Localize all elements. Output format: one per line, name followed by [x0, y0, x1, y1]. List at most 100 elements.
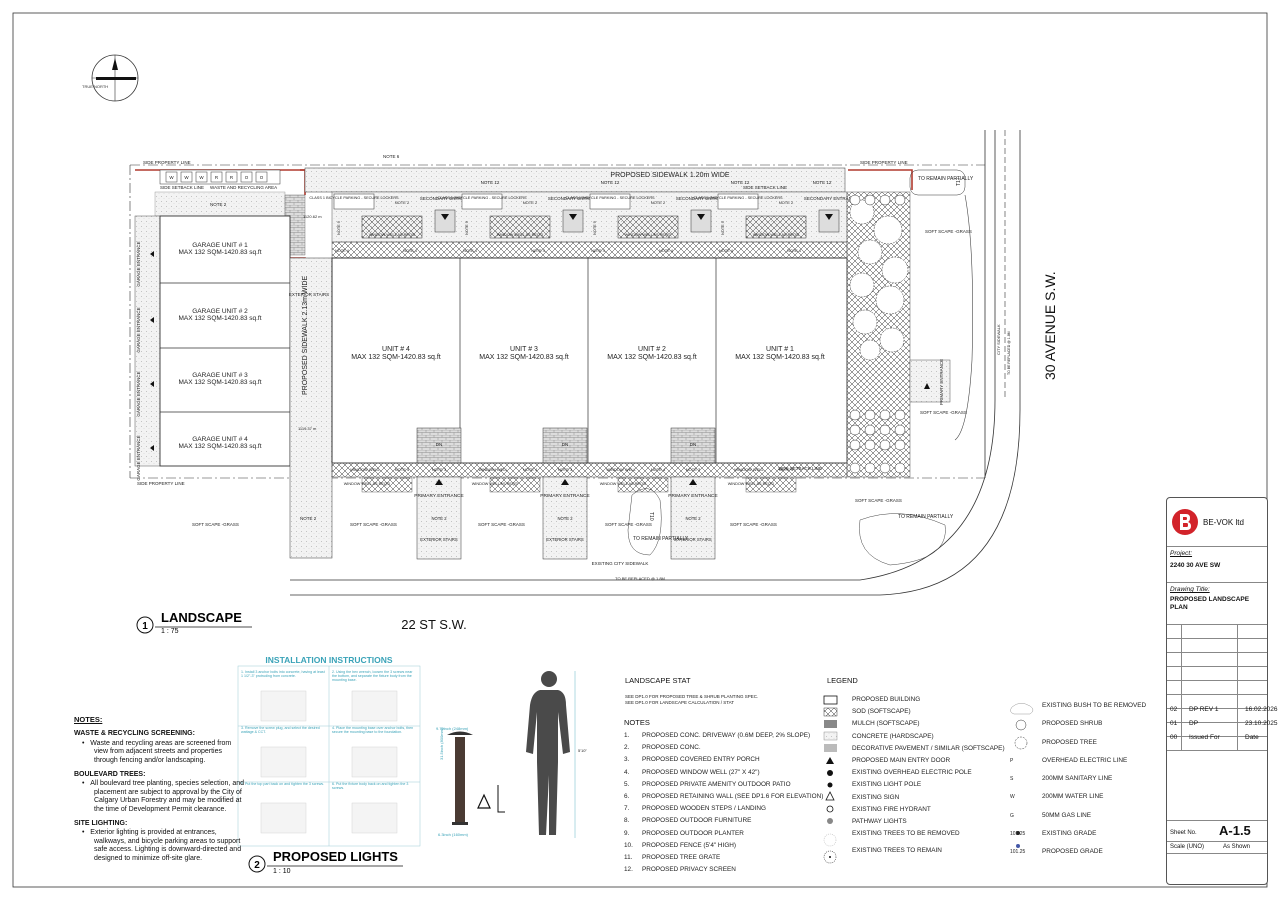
secondary-entrance-label: SECONDARY ENTRANCE	[548, 196, 602, 201]
bike-locker-label: CLASS 1 BICYCLE PARKING - SECURE LOCKERS	[693, 196, 783, 200]
bin-label: O	[260, 175, 264, 180]
note-label: NOTE 2	[523, 200, 538, 205]
legend-item: PROPOSED BUILDING	[852, 696, 921, 703]
garage-area: MAX 132 SQM-1420.83 sq.ft	[178, 379, 261, 386]
bin-icon	[225, 171, 238, 183]
title-block: BE-VOK ltd Project: 2240 30 AVE SW Drawi…	[1166, 497, 1278, 885]
note-number: 12.	[624, 866, 633, 874]
view-title-lights: 2 PROPOSED LIGHTS 1 : 10	[248, 849, 403, 875]
down-label: DN	[436, 442, 443, 447]
window-well-icon	[617, 477, 669, 493]
primary-entrance-label: PRIMARY ENTRANCE	[939, 359, 944, 405]
bollard-light-icon	[447, 731, 505, 825]
general-notes-title: NOTES:	[74, 715, 103, 724]
install-step-text: 5. Put the top part back on and tighten …	[241, 782, 325, 786]
proposed-shrub-icon	[879, 424, 891, 436]
note-label: NOTE 12	[731, 180, 750, 185]
stairs-icon	[416, 427, 462, 464]
side-setback-label: SIDE SETBACK LINE	[160, 185, 204, 190]
proposed-tree-icon	[881, 256, 909, 284]
side-sidewalk	[289, 257, 333, 559]
legend-text: 200MM SANITARY LINE	[1042, 775, 1113, 783]
install-step-illustration	[351, 746, 398, 778]
soft-scape-label: SOFT SCAPE -GRASS	[478, 522, 525, 527]
legend-symbol: 101.25	[1010, 849, 1026, 856]
note-text: PROPOSED WOODEN STEPS / LANDING	[642, 805, 766, 813]
unit-name: UNIT # 4	[382, 346, 410, 353]
north-label: TRUE NORTH	[82, 84, 108, 89]
note-text: PROPOSED PRIVATE AMENITY OUTDOOR PATIO	[642, 780, 791, 788]
note-label: NOTE 3	[558, 467, 573, 472]
legend-item: EXISTING BUSH TO BE REMOVED	[1010, 702, 1160, 720]
window-well-label: WINDOW WELL AS REQ'D	[625, 233, 672, 237]
note-label: NOTE 2	[300, 516, 317, 521]
window-well-label: WINDOW WELL	[734, 467, 764, 472]
note-item: 5.PROPOSED PRIVATE AMENITY OUTDOOR PATIO	[624, 781, 814, 793]
proposed-shrub-icon	[849, 194, 861, 206]
bike-locker-label: CLASS 1 BICYCLE PARKING - SECURE LOCKERS	[437, 196, 527, 200]
note-label: NOTE 4	[403, 249, 417, 253]
legend-symbol: 101.25	[1010, 831, 1026, 838]
note-label: NOTE 12	[813, 180, 832, 185]
to-be-replaced-label: TO BE REPLACED @ 1.8M	[615, 576, 665, 581]
entry-door-icon	[441, 214, 449, 220]
garage-name: GARAGE UNIT # 2	[192, 308, 248, 315]
proposed-shrub-icon	[849, 439, 861, 451]
soft-scape-label: SOFT SCAPE -GRASS	[855, 498, 902, 503]
view-scale: 1 : 10	[273, 868, 291, 875]
proposed-shrub-icon	[879, 462, 891, 474]
stairs-icon	[542, 427, 588, 464]
proposed-shrub-icon	[894, 409, 906, 421]
install-step: 3. Remove the screw plug, and select the…	[241, 726, 320, 734]
entry-porch	[434, 209, 456, 233]
bin-label: W	[184, 175, 189, 180]
entry-door-icon	[569, 214, 577, 220]
note-label: NOTE 9	[721, 221, 725, 235]
unit-area: MAX 132 SQM-1420.83 sq.ft	[351, 354, 441, 361]
window-well-label: WINDOW WELL AS REQ'D	[369, 233, 416, 237]
down-label: DN	[690, 442, 697, 447]
note-text: PROPOSED CONC. DRIVEWAY (0.6M DEEP, 2% S…	[642, 732, 811, 739]
company-name: BE-VOK ltd	[1203, 518, 1244, 527]
note-label: NOTE 9	[593, 221, 597, 235]
note-item: 4.PROPOSED WINDOW WELL (27" X 42")	[624, 769, 814, 781]
exterior-stairs-label: EXTERIOR STAIRS	[674, 537, 712, 542]
view-number: 2	[254, 860, 260, 871]
legend-item: PROPOSED MAIN ENTRY DOOR	[852, 756, 951, 764]
window-well-strip	[331, 462, 848, 478]
note-label: NOTE 4	[523, 467, 538, 472]
window-well-icon	[489, 215, 551, 239]
proposed-tree-icon	[873, 215, 903, 245]
note-item: 1.PROPOSED CONC. DRIVEWAY (0.6M DEEP, 2%…	[624, 732, 814, 744]
garage-name: GARAGE UNIT # 1	[192, 242, 248, 249]
unit-area: MAX 132 SQM-1420.83 sq.ft	[735, 354, 825, 361]
install-step-illustration	[351, 802, 398, 834]
legend-text: PROPOSED TREE	[1042, 738, 1097, 746]
primary-entrance-label: PRIMARY ENTRANCE	[540, 493, 589, 499]
elevation-label: 1120.62 m	[303, 214, 322, 219]
install-title: INSTALLATION INSTRUCTIONS	[265, 655, 393, 665]
dimension-label: 5'10"	[578, 748, 587, 753]
soft-scape-label: SOFT SCAPE -GRASS	[925, 229, 972, 234]
window-well-icon	[745, 215, 807, 239]
note-number: 10.	[624, 841, 633, 849]
install-step-illustration	[260, 746, 307, 778]
unit-name: UNIT # 3	[510, 346, 538, 353]
notes-title: NOTES	[624, 718, 650, 727]
entry-porch	[562, 209, 584, 233]
notes-body-text: Exterior lighting is provided at entranc…	[90, 829, 242, 862]
bin-icon	[165, 171, 178, 183]
proposed-shrub-icon	[864, 194, 876, 206]
revision-date: 16.02.2026	[1245, 706, 1278, 713]
primary-entrance-label: PRIMARY ENTRANCE	[414, 493, 463, 499]
note-label: NOTE 2	[779, 200, 794, 205]
legend-item: PROPOSED SHRUB	[1010, 720, 1160, 738]
company-logo-icon	[1172, 509, 1198, 535]
note-label: NOTE 2	[557, 516, 573, 521]
window-well-icon	[361, 215, 423, 239]
note-number: 2.	[624, 744, 630, 752]
to-be-replaced-label: TO BE REPLACED @ 1.8M	[1007, 331, 1011, 375]
drawing-title-label: Drawing Title:	[1170, 586, 1210, 593]
